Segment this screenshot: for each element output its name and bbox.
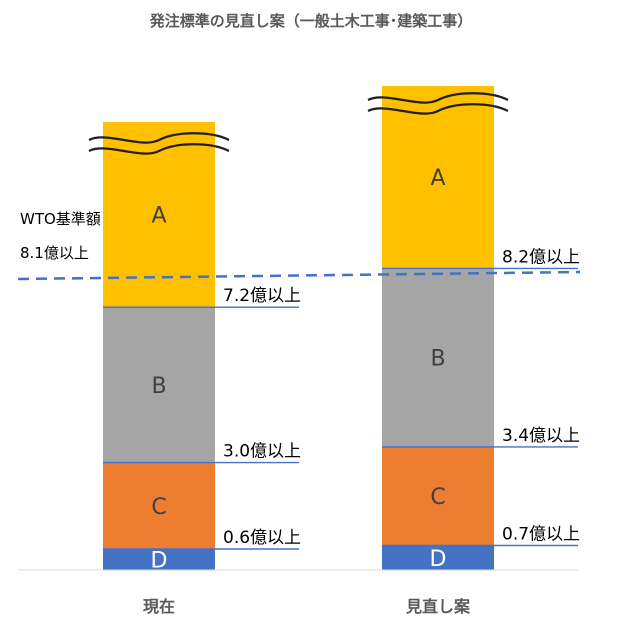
bar-2-segment-d [382,545,494,570]
threshold-label: 7.2億以上 [223,286,301,306]
threshold-label: 3.4億以上 [502,426,580,446]
axis-break-mark [367,92,509,104]
segment-label-a: A [151,204,166,229]
segment-label-c: C [430,485,445,510]
threshold-label: 0.6億以上 [223,528,301,548]
category-label: 見直し案 [405,597,471,616]
bar-1-segment-d [103,549,215,570]
segment-label-d: D [430,547,447,572]
segment-label-d: D [151,549,168,574]
wto-value-label: 8.1億以上 [20,244,89,262]
axis-break-mark [88,143,230,155]
threshold-label: 0.7億以上 [502,525,580,545]
chart-title: 発注標準の見直し案（一般土木工事･建築工事） [149,12,473,30]
segment-label-b: B [430,347,445,372]
bar-2-segment-a [382,86,494,269]
bars-layer [103,86,494,570]
bar-2-segment-b [382,268,494,447]
bar-2-segment-c [382,446,494,546]
bar-1-segment-b [103,307,215,463]
axis-break-mark [367,103,509,115]
segment-label-b: B [151,374,166,399]
bar-1-segment-a [103,122,215,308]
wto-label: WTO基準額 [20,210,101,228]
threshold-label: 8.2億以上 [502,247,580,267]
segment-label-c: C [151,495,166,520]
category-label: 現在 [143,597,175,616]
threshold-label: 3.0億以上 [223,442,301,462]
axis-break-mark [88,132,230,144]
wto-threshold-line [17,270,581,281]
segment-label-a: A [430,166,445,191]
bar-1-segment-c [103,462,215,549]
